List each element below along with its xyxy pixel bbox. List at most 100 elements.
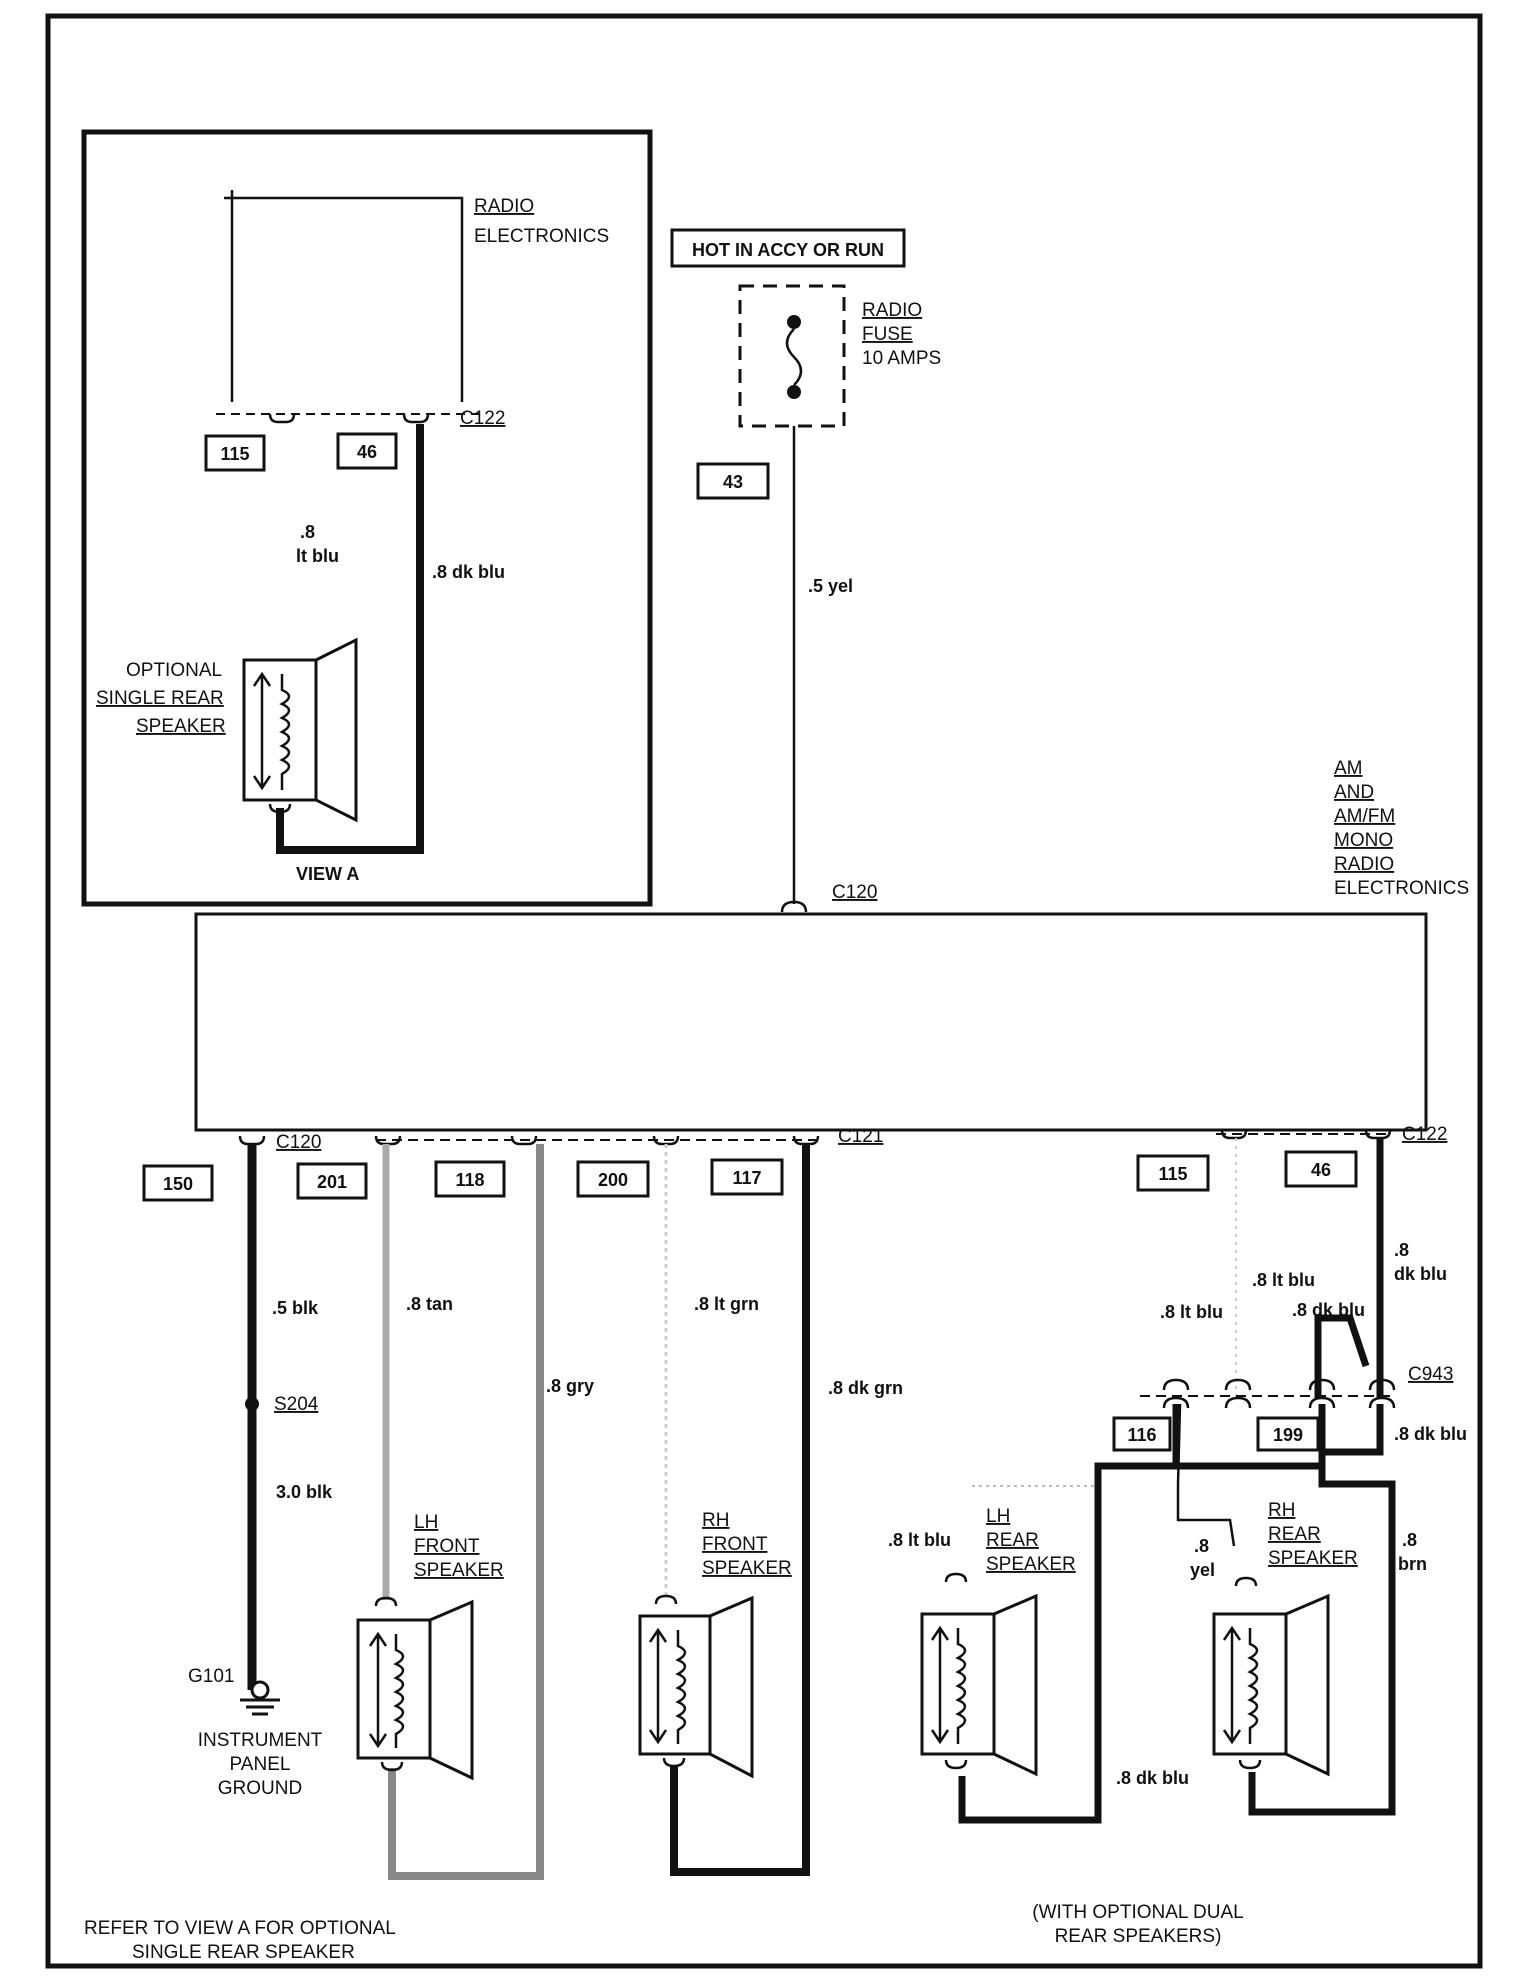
dk-grn-wire bbox=[670, 1144, 810, 1876]
rh-rear-label-3: SPEAKER bbox=[1268, 1548, 1358, 1569]
yel-color: yel bbox=[1190, 1560, 1215, 1580]
view-a-lt-blu-gauge: .8 bbox=[300, 522, 315, 542]
view-a-connector-label: C122 bbox=[460, 408, 505, 429]
radio-label-1: AM bbox=[1334, 758, 1363, 779]
gry-wire-label: .8 gry bbox=[546, 1376, 594, 1396]
note-right-1: (WITH OPTIONAL DUAL bbox=[1032, 1902, 1243, 1923]
note-left-2: SINGLE REAR SPEAKER bbox=[132, 1942, 355, 1963]
dk-blu-top-color: dk blu bbox=[1394, 1264, 1447, 1284]
dk-blu-bottom-label: .8 dk blu bbox=[1116, 1768, 1189, 1788]
gry-wire bbox=[388, 1144, 544, 1880]
lt-blu-lh-label: .8 lt blu bbox=[888, 1530, 951, 1550]
ground-label-3: GROUND bbox=[218, 1778, 302, 1799]
optional-speaker-label-1: OPTIONAL bbox=[126, 660, 222, 681]
splice-s204 bbox=[245, 1397, 259, 1411]
fuse-label-3: 10 AMPS bbox=[862, 348, 941, 369]
circuit-150: 150 bbox=[163, 1174, 193, 1194]
dk-blu-rear-wire bbox=[958, 1404, 1180, 1824]
power-feed: HOT IN ACCY OR RUN RADIO FUSE 10 AMPS 43… bbox=[670, 228, 941, 913]
circuit-201: 201 bbox=[317, 1172, 347, 1192]
rh-front-label-1: RH bbox=[702, 1510, 729, 1531]
lh-rear-label-2: REAR bbox=[986, 1530, 1039, 1551]
g101-label: G101 bbox=[188, 1666, 234, 1687]
radio-label-5: RADIO bbox=[1334, 854, 1394, 875]
lh-rear-speaker bbox=[920, 1572, 1038, 1777]
view-a-lt-blu-color: lt blu bbox=[296, 546, 339, 566]
brn-wire bbox=[1248, 1452, 1396, 1816]
view-a-frame bbox=[81, 129, 653, 907]
dk-blu-c-label: .8 dk blu bbox=[1292, 1300, 1365, 1320]
view-a-radio-box bbox=[224, 190, 464, 402]
tan-wire-label: .8 tan bbox=[406, 1294, 453, 1314]
radio-fuse-box bbox=[738, 284, 846, 428]
view-a-inset: RADIO ELECTRONICS C122 115 46 .8 lt blu … bbox=[81, 129, 653, 907]
fuse-label-1: RADIO bbox=[862, 300, 922, 321]
view-a-title: VIEW A bbox=[296, 864, 359, 884]
optional-single-rear-speaker bbox=[242, 637, 358, 823]
ground-label-2: PANEL bbox=[230, 1754, 291, 1775]
circuit-43: 43 bbox=[723, 472, 743, 492]
lh-front-label-2: FRONT bbox=[414, 1536, 480, 1557]
hot-in-accy-or-run: HOT IN ACCY OR RUN bbox=[692, 240, 884, 260]
c122-label: C122 bbox=[1402, 1124, 1447, 1145]
dk-blu-loop-wire bbox=[1318, 1404, 1384, 1456]
fuse-element bbox=[785, 328, 803, 386]
c120-bottom-label: C120 bbox=[276, 1132, 321, 1153]
note-right-2: REAR SPEAKERS) bbox=[1055, 1926, 1222, 1947]
lt-blu-a-label: .8 lt blu bbox=[1252, 1270, 1315, 1290]
lt-blu-b-label: .8 lt blu bbox=[1160, 1302, 1223, 1322]
rh-rear-label-1: RH bbox=[1268, 1500, 1295, 1521]
note-left-1: REFER TO VIEW A FOR OPTIONAL bbox=[84, 1918, 396, 1939]
view-a-circuit-box bbox=[336, 432, 398, 470]
view-a-circuit-115: 115 bbox=[220, 444, 249, 464]
lt-grn-wire-label: .8 lt grn bbox=[694, 1294, 759, 1314]
ground-label-1: INSTRUMENT bbox=[198, 1730, 323, 1751]
dk-blu-top-gauge: .8 bbox=[1394, 1240, 1409, 1260]
s204-label: S204 bbox=[274, 1394, 319, 1415]
lh-front-label-3: SPEAKER bbox=[414, 1560, 504, 1581]
rh-front-speaker bbox=[638, 1594, 754, 1779]
c120-top-label: C120 bbox=[832, 882, 877, 903]
yel-rear-wire bbox=[1176, 1403, 1236, 1547]
view-a-dk-blu-wire bbox=[276, 424, 424, 854]
circuit-boxes: 150 201 118 200 117 115 46 116 199 bbox=[142, 1150, 1358, 1452]
blk-30-label: 3.0 blk bbox=[276, 1482, 333, 1502]
yel-gauge: .8 bbox=[1194, 1536, 1209, 1556]
circuit-117: 117 bbox=[732, 1168, 761, 1188]
c121-label: C121 bbox=[838, 1126, 883, 1147]
circuit-46: 46 bbox=[1311, 1160, 1331, 1180]
lh-rear-label-1: LH bbox=[986, 1506, 1010, 1527]
blk-5-label: .5 blk bbox=[272, 1298, 319, 1318]
rh-rear-label-2: REAR bbox=[1268, 1524, 1321, 1545]
lh-front-label-1: LH bbox=[414, 1512, 438, 1533]
circuit-200: 200 bbox=[598, 1170, 628, 1190]
hot-label-box bbox=[670, 228, 906, 268]
radio-label-3: AM/FM bbox=[1334, 806, 1395, 827]
fuse-label-2: FUSE bbox=[862, 324, 913, 345]
outer-frame bbox=[45, 13, 1483, 1969]
circuit-115: 115 bbox=[1158, 1164, 1187, 1184]
circuit-199: 199 bbox=[1273, 1425, 1303, 1445]
view-a-radio-label-1: RADIO bbox=[474, 196, 534, 217]
radio-label-6: ELECTRONICS bbox=[1334, 878, 1469, 899]
radio-electronics-box bbox=[194, 912, 1428, 1132]
brn-gauge: .8 bbox=[1402, 1530, 1417, 1550]
radio-label-2: AND bbox=[1334, 782, 1374, 803]
circuit-118: 118 bbox=[455, 1170, 484, 1190]
rh-rear-speaker bbox=[1212, 1576, 1330, 1777]
dk-blu-d-label: .8 dk blu bbox=[1394, 1424, 1467, 1444]
dk-grn-wire-label: .8 dk grn bbox=[828, 1378, 903, 1398]
rh-front-label-2: FRONT bbox=[702, 1534, 768, 1555]
yel-wire-label: .5 yel bbox=[808, 576, 853, 596]
view-a-circuit-46: 46 bbox=[357, 442, 377, 462]
c943-label: C943 bbox=[1408, 1364, 1453, 1385]
lh-front-speaker bbox=[356, 1596, 474, 1781]
rh-front-label-3: SPEAKER bbox=[702, 1558, 792, 1579]
view-a-radio-label-2: ELECTRONICS bbox=[474, 226, 609, 247]
dk-blu-jumper-wire bbox=[1314, 1314, 1370, 1398]
radio-label-4: MONO bbox=[1334, 830, 1393, 851]
optional-speaker-label-2: SINGLE REAR bbox=[96, 688, 224, 709]
optional-speaker-label-3: SPEAKER bbox=[136, 716, 226, 737]
